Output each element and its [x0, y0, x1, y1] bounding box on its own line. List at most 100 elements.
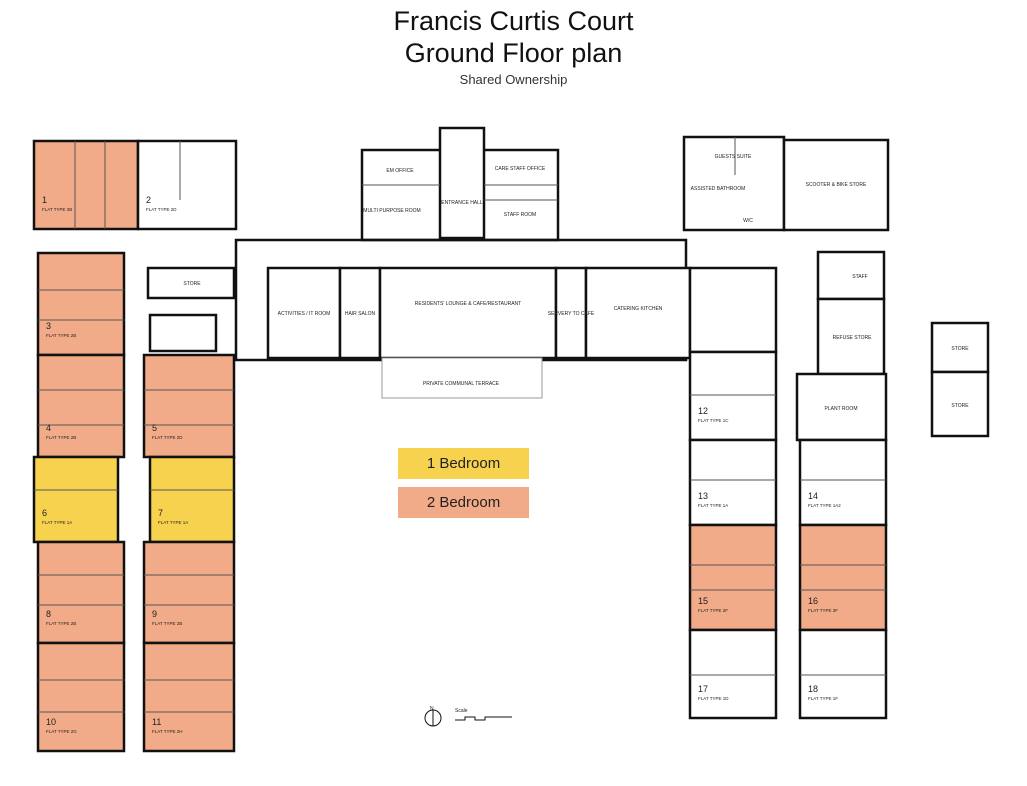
- flat-unit-4[interactable]: [36, 353, 126, 459]
- plant-room[interactable]: [795, 372, 888, 442]
- flat-unit-13[interactable]: [688, 438, 778, 527]
- flat-unit-14[interactable]: [798, 438, 888, 527]
- flat-type-3: FLAT TYPE 2B: [46, 333, 76, 338]
- flat-type-17: FLAT TYPE 1D: [698, 696, 729, 701]
- residents-lounge[interactable]: [378, 266, 558, 360]
- flat-unit-16[interactable]: [798, 523, 888, 632]
- svg-text:Scale: Scale: [455, 708, 468, 714]
- servery-label: SERVERY TO CAFE: [548, 311, 595, 317]
- flat-number-8: 8: [46, 609, 51, 619]
- flat-type-16: FLAT TYPE 2F: [808, 608, 838, 613]
- north-arrow: N: [424, 706, 442, 727]
- hair-salon[interactable]: [338, 266, 382, 360]
- flat-unit-17[interactable]: [688, 628, 778, 720]
- staff-room-right[interactable]: [816, 250, 886, 301]
- scooter-store[interactable]: [782, 138, 890, 232]
- left-wing: [32, 139, 238, 753]
- page-subtitle: Ground Floor plan: [404, 38, 623, 68]
- guests-suite-label: GUESTS SUITE: [715, 154, 752, 160]
- flat-unit-5[interactable]: [142, 353, 236, 459]
- flat-number-3: 3: [46, 321, 51, 331]
- store-left-label: STORE: [183, 281, 201, 287]
- legend-two-bedroom: 2 Bedroom: [398, 487, 529, 518]
- flat-number-9: 9: [152, 609, 157, 619]
- flat-type-13: FLAT TYPE 1A: [698, 503, 728, 508]
- external-store-2-label: STORE: [951, 403, 969, 409]
- flat-unit-18[interactable]: [798, 628, 888, 720]
- servery[interactable]: [554, 266, 588, 360]
- flat-unit-7[interactable]: [148, 455, 236, 544]
- flat-number-6: 6: [42, 508, 47, 518]
- flat-type-7: FLAT TYPE 1A: [158, 520, 188, 525]
- flat-number-7: 7: [158, 508, 163, 518]
- entrance-hall-label: ENTRANCE HALL: [441, 200, 483, 206]
- flat-unit-15[interactable]: [688, 523, 778, 632]
- legend-one-bedroom: 1 Bedroom: [398, 448, 529, 479]
- catering-kitchen[interactable]: [584, 266, 692, 360]
- flat-number-2: 2: [146, 195, 151, 205]
- external-store-2[interactable]: [930, 370, 990, 438]
- flat-number-11: 11: [152, 717, 161, 727]
- terrace[interactable]: [381, 357, 543, 399]
- flat-type-1: FLAT TYPE 2B: [42, 207, 72, 212]
- external-store-1-label: STORE: [951, 346, 969, 352]
- terrace-label: PRIVATE COMMUNAL TERRACE: [423, 381, 500, 387]
- flat-number-1: 1: [42, 195, 47, 205]
- plant-room-label: PLANT ROOM: [825, 406, 858, 412]
- activities-room[interactable]: [266, 266, 342, 360]
- central-block: [234, 126, 692, 399]
- staff-right-label: STAFF: [852, 274, 867, 280]
- staff-room-label: STAFF ROOM: [504, 212, 536, 218]
- flat-type-12: FLAT TYPE 1C: [698, 418, 729, 423]
- flat-type-18: FLAT TYPE 1F: [808, 696, 838, 701]
- flat-unit-2[interactable]: [136, 139, 238, 231]
- flat-unit-11[interactable]: [142, 641, 236, 753]
- page-title: Francis Curtis Court: [393, 6, 634, 36]
- flat-number-5: 5: [152, 423, 157, 433]
- flat-unit-12[interactable]: [688, 350, 778, 442]
- refuse-store-label: REFUSE STORE: [833, 335, 872, 341]
- activities-room-label: ACTIVITIES / IT ROOM: [278, 311, 331, 317]
- flat-unit-6[interactable]: [32, 455, 120, 544]
- right-wing: [682, 135, 990, 720]
- flat-type-11: FLAT TYPE 2H: [152, 729, 183, 734]
- flat-unit-1[interactable]: [32, 139, 140, 231]
- flat-number-16: 16: [808, 596, 818, 606]
- hair-salon-label: HAIR SALON: [345, 311, 376, 317]
- flat-type-2: FLAT TYPE 2D: [146, 207, 177, 212]
- flat-number-14: 14: [808, 491, 818, 501]
- scooter-store-label: SCOOTER & BIKE STORE: [806, 182, 867, 188]
- svg-text:N: N: [430, 706, 434, 712]
- flat-number-13: 13: [698, 491, 708, 501]
- scale-bar: Scale: [455, 708, 512, 721]
- assisted-bathroom-label: ASSISTED BATHROOM: [691, 186, 746, 192]
- flat-unit-3[interactable]: [36, 251, 126, 357]
- ownership-label: Shared Ownership: [459, 72, 568, 87]
- flat-type-9: FLAT TYPE 2B: [152, 621, 182, 626]
- flat-number-18: 18: [808, 684, 818, 694]
- flat-type-4: FLAT TYPE 2B: [46, 435, 76, 440]
- flat-number-4: 4: [46, 423, 51, 433]
- flat-type-6: FLAT TYPE 1A: [42, 520, 72, 525]
- flat-type-10: FLAT TYPE 2G: [46, 729, 77, 734]
- multi-purpose-label: MULTI PURPOSE ROOM: [363, 208, 420, 214]
- residents-lounge-label: RESIDENTS' LOUNGE & CAFE/RESTAURANT: [415, 301, 521, 307]
- flat-type-8: FLAT TYPE 2B: [46, 621, 76, 626]
- flat-type-15: FLAT TYPE 2F: [698, 608, 728, 613]
- catering-kitchen-label: CATERING KITCHEN: [614, 306, 663, 312]
- flat-unit-10[interactable]: [36, 641, 126, 753]
- care-staff-office-label: CARE STAFF OFFICE: [495, 166, 546, 172]
- flat-type-5: FLAT TYPE 2D: [152, 435, 183, 440]
- flat-number-15: 15: [698, 596, 708, 606]
- flat-unit-9[interactable]: [142, 540, 236, 645]
- external-store-1[interactable]: [930, 321, 990, 374]
- em-office-label: EM OFFICE: [386, 168, 414, 174]
- flat-type-14: FLAT TYPE 1A2: [808, 503, 841, 508]
- flat-number-10: 10: [46, 717, 56, 727]
- flat-number-17: 17: [698, 684, 708, 694]
- wc-label: W/C: [743, 218, 753, 224]
- flat-unit-8[interactable]: [36, 540, 126, 645]
- flat-number-12: 12: [698, 406, 708, 416]
